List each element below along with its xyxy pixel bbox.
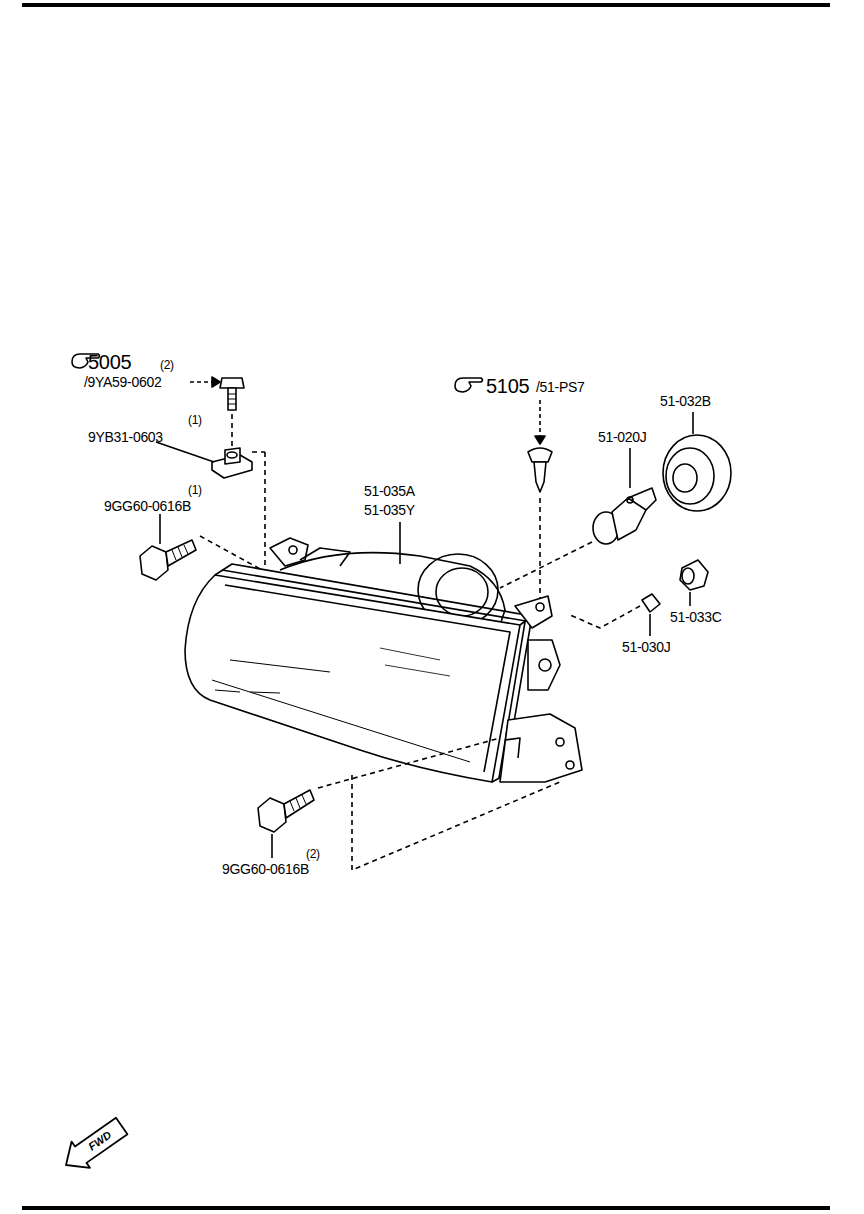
quantity: (1): [188, 414, 202, 426]
part-number: 9GG60-0616B: [104, 499, 191, 513]
part-number: /9YA59-0602: [84, 375, 161, 389]
quantity: (2): [306, 848, 320, 860]
part-number: 9YB31-0603: [88, 430, 163, 444]
part-number: 51-035A: [364, 484, 415, 498]
callout-number: 5105: [486, 376, 529, 396]
part-number: 51-032B: [660, 394, 711, 408]
part-number: 9GG60-0616B: [222, 862, 309, 876]
part-number: 51-030J: [622, 640, 671, 654]
part-number: /51-PS7: [536, 380, 585, 394]
quantity: (2): [160, 359, 174, 371]
part-number: 51-035Y: [364, 503, 415, 517]
part-number: 51-033C: [670, 610, 722, 624]
part-number: 51-020J: [598, 430, 647, 444]
callout-number: 5005: [88, 352, 131, 372]
quantity: (1): [188, 484, 202, 496]
